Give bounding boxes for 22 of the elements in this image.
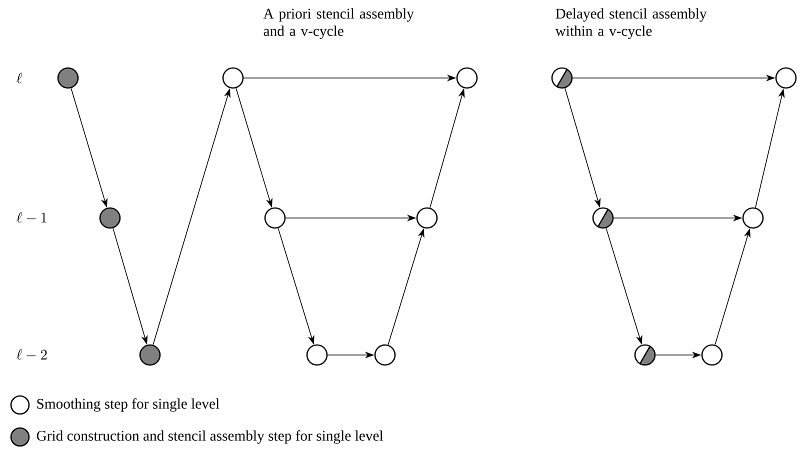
- heading: A priori stencil assembly and a v-cycle: [263, 8, 414, 39]
- split-circle: [592, 207, 614, 229]
- legend-text: Grid construction and stencil assembly step for single level: [36, 430, 384, 444]
- step-circle: [742, 207, 764, 229]
- step-circle: [701, 344, 723, 366]
- step-circle: [222, 67, 244, 89]
- heading: Delayed stencil assembly within a v-cycle: [555, 8, 707, 39]
- split-circle: [551, 67, 573, 89]
- step-circle: [99, 207, 121, 229]
- level-label: $\ell-1$: [16, 212, 46, 223]
- step-circle: [775, 67, 797, 89]
- level-label: $\ell-2$: [16, 349, 47, 360]
- step-circle: [416, 207, 438, 229]
- step-circle: [456, 67, 478, 89]
- step-circle: [374, 344, 396, 366]
- legend-text: Smoothing step for single level: [37, 398, 220, 412]
- step-circle: [264, 207, 286, 229]
- step-circle: [139, 344, 161, 366]
- step-circle: [57, 67, 79, 89]
- level-label: $\ell$: [16, 72, 22, 84]
- split-circle: [634, 344, 656, 366]
- step-circle: [306, 344, 328, 366]
